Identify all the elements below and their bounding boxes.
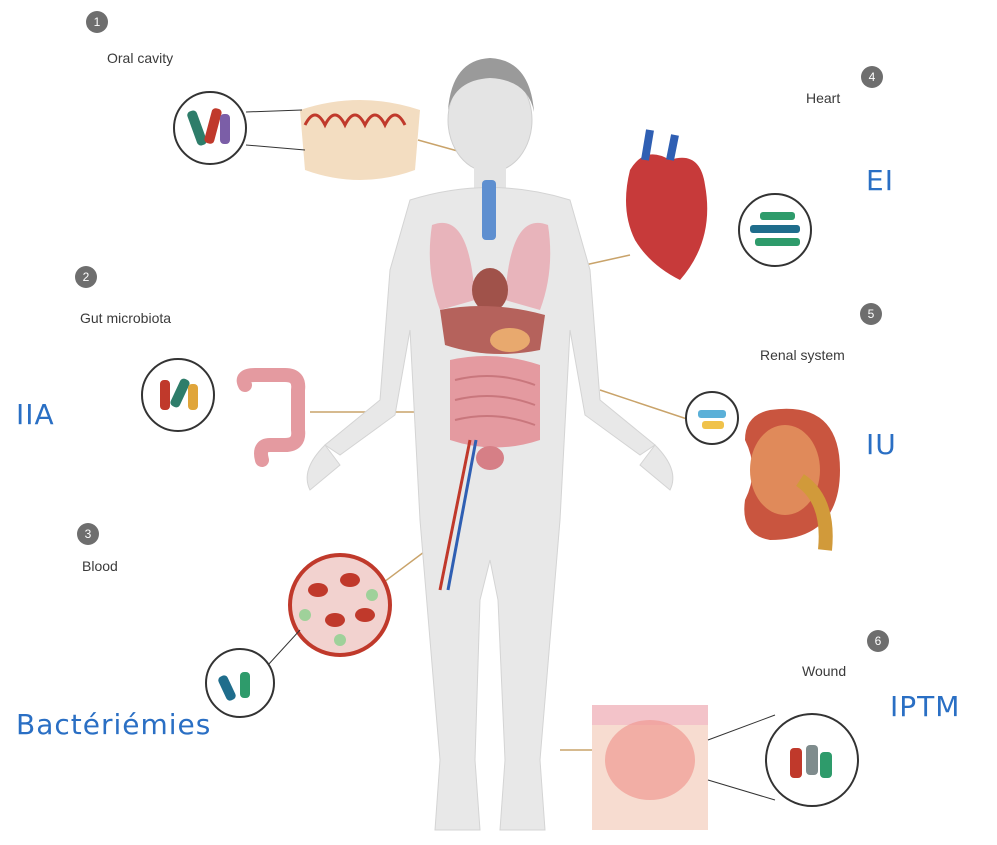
site-label-heart: Heart: [806, 90, 840, 106]
annotation-wound: IPTM: [890, 690, 960, 723]
site-label-oral-cavity: Oral cavity: [107, 50, 173, 66]
wound-illustration: [592, 705, 858, 830]
site-label-gut-microbiota: Gut microbiota: [80, 310, 171, 326]
site-number-badge: 1: [86, 11, 108, 33]
site-label-renal-system: Renal system: [760, 347, 845, 363]
annotation-heart: EI: [866, 164, 894, 197]
annotation-gut: IIA: [16, 398, 55, 431]
blood-illustration: [206, 555, 390, 717]
site-number-badge: 4: [861, 66, 883, 88]
oral-cavity-illustration: [174, 92, 420, 180]
kidney-illustration: [686, 392, 840, 550]
heart-illustration: [626, 130, 811, 280]
site-label-wound: Wound: [802, 663, 846, 679]
site-number-badge: 2: [75, 266, 97, 288]
site-label-blood: Blood: [82, 558, 118, 574]
annotation-renal: IU: [866, 428, 897, 461]
site-number-badge: 5: [860, 303, 882, 325]
site-number-badge: 3: [77, 523, 99, 545]
annotation-blood: Bactériémies: [16, 708, 211, 741]
gut-illustration: [142, 359, 298, 460]
site-number-badge: 6: [867, 630, 889, 652]
